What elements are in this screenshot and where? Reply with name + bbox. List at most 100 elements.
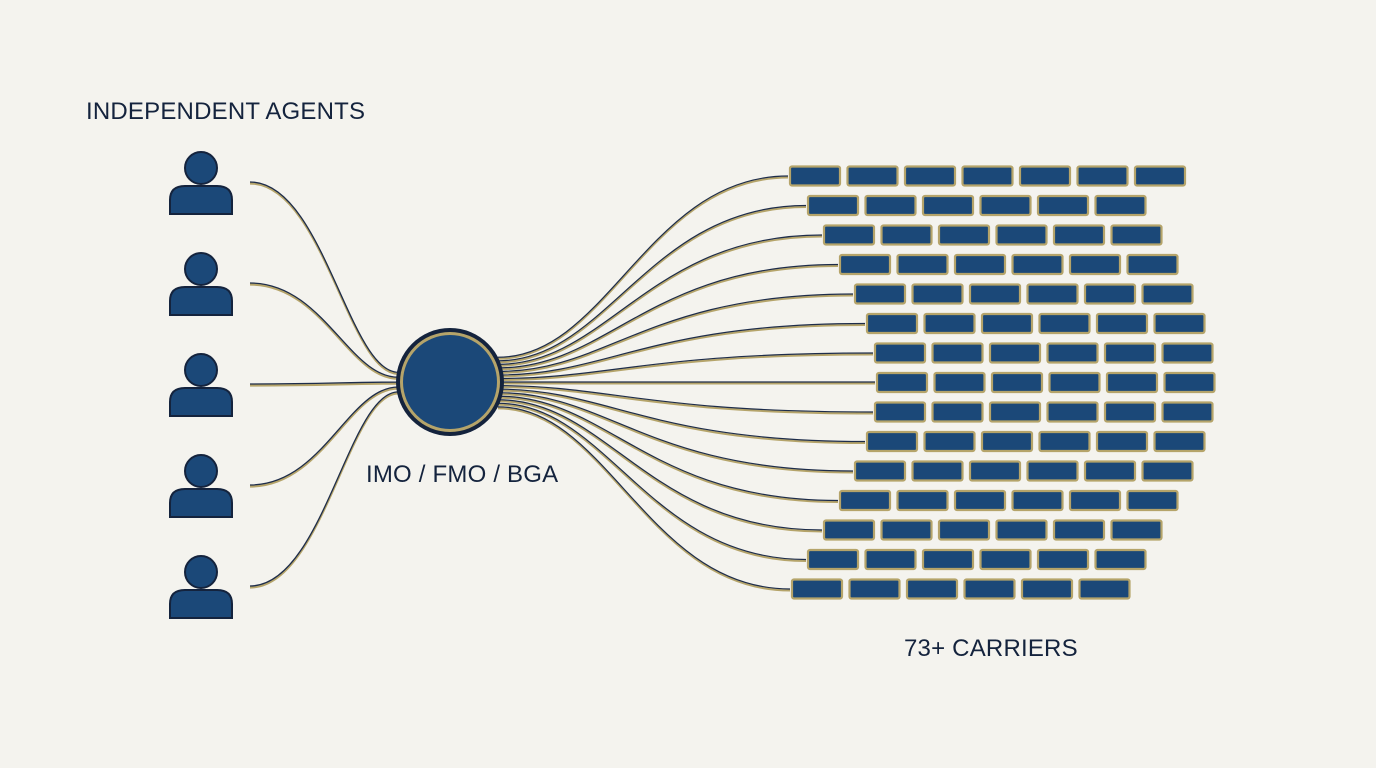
agents-group (169, 151, 233, 619)
carrier-box (968, 283, 1022, 305)
carrier-box (875, 371, 929, 394)
carrier-box (1011, 489, 1064, 512)
carrier-box (1026, 283, 1079, 305)
agent-person-icon (169, 151, 233, 215)
carrier-box (865, 430, 919, 453)
carrier-box (1068, 253, 1122, 276)
carrier-box (1161, 401, 1214, 423)
carrier-box (848, 578, 901, 600)
agent-links (249, 181, 403, 589)
carrier-box (1068, 489, 1122, 512)
carrier-box (953, 489, 1007, 512)
carrier-box (880, 224, 933, 246)
carrier-link (497, 385, 874, 415)
carrier-box (995, 224, 1048, 246)
carrier-box (1078, 578, 1131, 600)
carrier-box (1103, 342, 1157, 364)
carrier-box (822, 224, 876, 246)
carrier-box (1161, 342, 1214, 364)
carrier-box (933, 371, 986, 394)
carrier-box (921, 194, 975, 217)
carrier-box (865, 312, 919, 335)
carrier-box (937, 519, 991, 541)
carrier-link (497, 406, 791, 592)
carrier-box (1052, 519, 1106, 541)
carrier-box (1094, 194, 1147, 217)
carrier-box (1048, 371, 1101, 394)
carrier-box (1083, 283, 1137, 305)
agent-person-icon (169, 555, 233, 619)
agents-label: INDEPENDENT AGENTS (86, 98, 366, 125)
carrier-box (1153, 312, 1206, 335)
agent-person-icon (169, 353, 233, 417)
carrier-box (923, 312, 976, 335)
carrier-box (1095, 312, 1149, 335)
carrier-box (968, 460, 1022, 482)
carrier-box (931, 342, 984, 364)
carrier-box (1020, 578, 1074, 600)
carrier-box (1141, 283, 1194, 305)
hub-group (396, 328, 504, 436)
carrier-box (911, 460, 964, 482)
carrier-box (953, 253, 1007, 276)
carrier-link (497, 392, 854, 474)
carrier-box (838, 489, 892, 512)
carrier-box (873, 342, 927, 364)
carrier-box (980, 312, 1034, 335)
carrier-box (961, 165, 1014, 187)
carrier-box (905, 578, 959, 600)
carrier-box (1038, 430, 1091, 453)
carrier-link (497, 402, 807, 562)
carrier-box (853, 460, 907, 482)
carrier-box (1095, 430, 1149, 453)
carrier-box (1163, 371, 1216, 394)
carrier-box (921, 548, 975, 571)
carrier-box (864, 194, 917, 217)
carrier-link (497, 204, 807, 364)
carrier-box (1110, 519, 1163, 541)
carrier-box (864, 548, 917, 571)
carrier-link (497, 399, 823, 533)
carrier-box (1110, 224, 1163, 246)
carrier-box (1103, 401, 1157, 423)
carrier-box (988, 401, 1042, 423)
carrier-link (497, 234, 823, 367)
carrier-box (1018, 165, 1072, 187)
carrier-box (838, 253, 892, 276)
carrier-box (1026, 460, 1079, 482)
carriers-label: 73+ CARRIERS (904, 635, 1078, 662)
carrier-box (1094, 548, 1147, 571)
carrier-link (497, 263, 839, 371)
carrier-box (995, 519, 1048, 541)
carrier-link (497, 395, 839, 503)
carrier-box (896, 253, 949, 276)
carrier-box (873, 401, 927, 423)
carrier-box (1083, 460, 1137, 482)
carrier-box (963, 578, 1016, 600)
hub-core (403, 335, 497, 429)
carrier-link (498, 381, 875, 385)
carrier-box (990, 371, 1044, 394)
carrier-box (880, 519, 933, 541)
carrier-link (497, 322, 866, 378)
carrier-box (979, 194, 1032, 217)
carrier-box (896, 489, 949, 512)
carrier-box (923, 430, 976, 453)
carrier-box (790, 578, 844, 600)
carrier-link (497, 352, 874, 382)
carrier-link (497, 293, 854, 374)
carrier-link (497, 388, 866, 444)
agent-person-icon (169, 252, 233, 316)
carrier-box (806, 548, 860, 571)
carriers-group (788, 165, 1216, 600)
carrier-box (1052, 224, 1106, 246)
carrier-box (1141, 460, 1194, 482)
carrier-box (980, 430, 1034, 453)
carrier-links (497, 175, 875, 592)
agent-link (249, 282, 403, 380)
carrier-box (931, 401, 984, 423)
agent-link (249, 386, 403, 488)
carrier-box (1126, 489, 1179, 512)
agent-link (249, 381, 403, 387)
